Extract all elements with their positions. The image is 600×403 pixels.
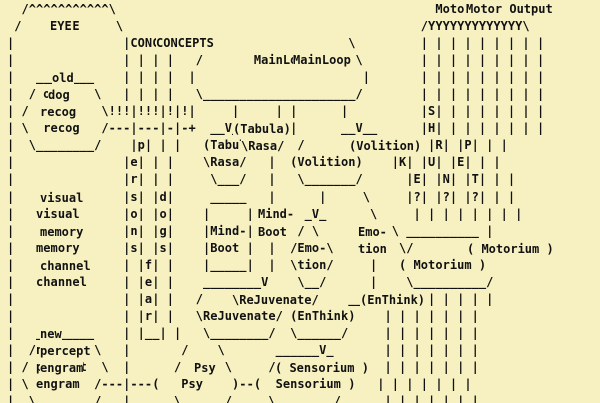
sensorium-label: ( Sensorium ) <box>275 360 369 377</box>
memory-label: memory <box>40 224 84 241</box>
rasa-label: \Rasa/ <box>241 138 285 155</box>
new-label: new <box>40 326 62 343</box>
visual-label: visual <box>40 190 84 207</box>
boot-label: Boot <box>258 224 287 241</box>
tion-label: tion <box>358 241 387 258</box>
rejuvenate-label: \ReJuvenate/ <box>232 292 319 309</box>
mind-label: Mind- <box>258 206 295 223</box>
enthink-label: (EnThink) <box>360 292 426 309</box>
motorium-label: ( Motorium ) <box>467 241 554 258</box>
engram-label: engram <box>40 360 84 377</box>
mainloop-label: MainLoop <box>293 52 351 69</box>
emo-label: Emo- <box>358 224 387 241</box>
old-label: old <box>52 70 74 87</box>
ascii-art-block: /^^^^^^^^^^^\ Motor Output / EYE \ /YYYY… <box>7 2 545 403</box>
recog-label: recog <box>40 104 77 121</box>
percept-label: percept <box>40 343 91 360</box>
tabula-label: (Tabula) <box>233 121 291 138</box>
volition-label: (Volition) <box>349 138 422 155</box>
channel-label: channel <box>40 258 91 275</box>
concepts-label: CONCEPTS <box>156 35 214 52</box>
dog-label: dog <box>48 87 70 104</box>
psy-label: Psy <box>194 360 216 377</box>
motor-output-label: Motor Output <box>466 1 553 18</box>
eye-label: EYE <box>50 18 72 35</box>
